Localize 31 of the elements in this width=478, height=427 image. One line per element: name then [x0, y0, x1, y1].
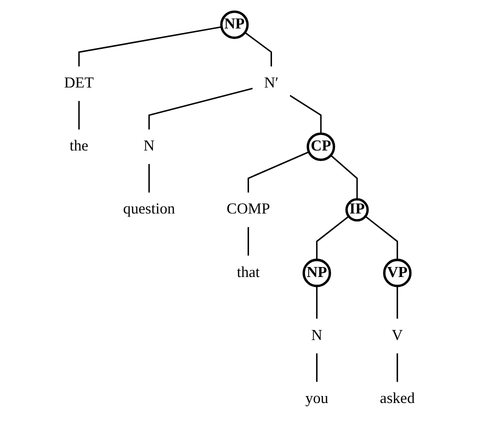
- node-text: that: [236, 264, 260, 280]
- node-text: the: [69, 138, 88, 154]
- connector: [396, 286, 398, 318]
- node-text: N′: [264, 74, 278, 91]
- connector: [316, 352, 318, 382]
- connector: [247, 150, 309, 192]
- connector: [244, 31, 272, 66]
- node-circle: NP: [220, 10, 248, 38]
- connector: [78, 26, 222, 66]
- node-text: N: [310, 326, 322, 344]
- node-circle: NP: [302, 258, 331, 287]
- connector: [289, 94, 322, 134]
- connector: [316, 286, 318, 318]
- node-text: COMP: [226, 200, 270, 217]
- node-text: question: [122, 200, 175, 217]
- node-circle: CP: [306, 132, 335, 160]
- node-text: N: [143, 138, 154, 154]
- node-circle: VP: [382, 258, 412, 287]
- node-text: you: [304, 390, 328, 406]
- node-circle: IP: [344, 198, 368, 222]
- connector: [148, 87, 252, 130]
- connector: [396, 352, 398, 382]
- node-text: DET: [64, 74, 94, 91]
- connector: [316, 215, 349, 260]
- connector: [148, 163, 150, 192]
- connector: [330, 154, 358, 199]
- node-text: V: [391, 326, 402, 344]
- node-text: asked: [379, 390, 414, 406]
- connector: [247, 226, 249, 256]
- connector: [364, 215, 398, 260]
- connector: [78, 100, 80, 130]
